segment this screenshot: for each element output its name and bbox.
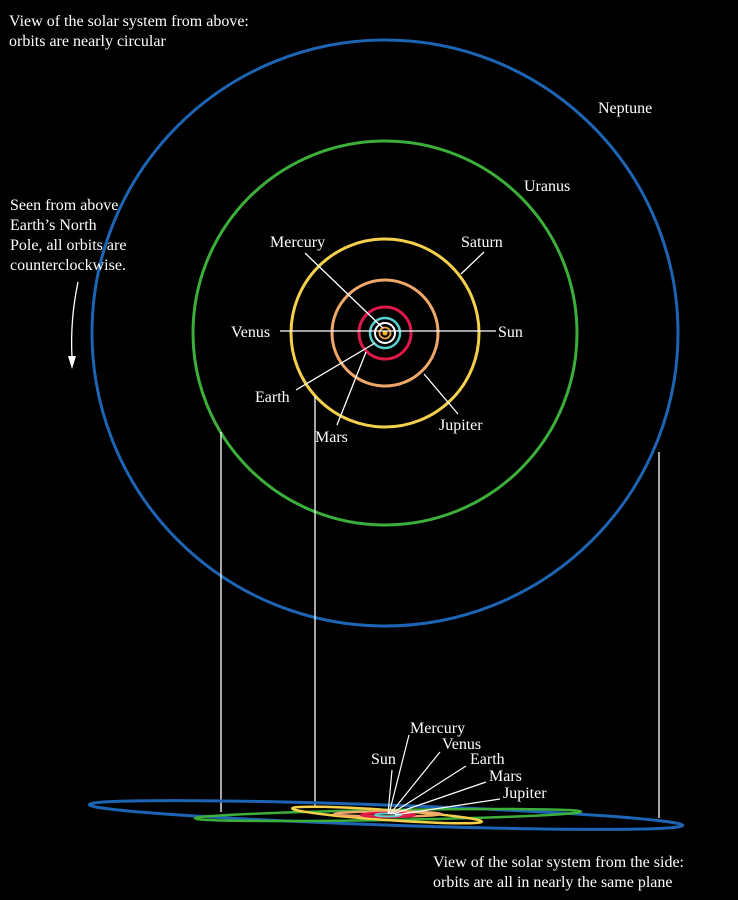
top-caption-line-1: View of the solar system from above: [9,13,249,30]
saturn-leader [460,251,485,275]
note-line-3: Pole, all orbits are [10,237,127,254]
jupiter-leader [423,373,459,415]
projection-lines [220,396,660,818]
mars-side-label: Mars [489,768,522,785]
mars-side-leader [392,781,487,815]
saturn-orbit [289,237,481,429]
side-view: Sun Mercury Venus Earth Mars Jupiter [87,720,685,831]
venus-label: Venus [231,324,270,341]
earth-label: Earth [255,389,290,406]
earth-side-label: Earth [470,751,505,768]
arrowhead-icon [68,356,76,369]
sun-label: Sun [498,324,523,341]
uranus-label: Uranus [524,178,570,195]
uranus-orbit [191,139,579,527]
venus-side-leader [389,751,441,815]
counterclockwise-arrow-icon [70,281,79,359]
top-view-caption: View of the solar system from above: orb… [9,12,249,52]
earth-leader [295,342,376,391]
side-caption-line-2: orbits are all in nearly the same plane [433,874,673,891]
mercury-label: Mercury [270,234,325,251]
earth-orbit [368,316,402,350]
orbit-direction-note: Seen from above Earth’s North Pole, all … [10,196,126,276]
saturn-label: Saturn [461,234,503,251]
jupiter-label: Jupiter [439,417,483,434]
note-line-4: counterclockwise. [10,257,126,274]
side-view-caption: View of the solar system from the side: … [433,853,684,893]
note-line-1: Seen from above [10,197,119,214]
venus-orbit [374,322,396,344]
sun [382,330,388,336]
mercury-leader [304,252,384,329]
mars-leader [336,351,367,426]
sun-side-label: Sun [371,751,396,768]
mars-orbit [357,305,413,361]
earth-side-leader [390,765,467,815]
mars-label: Mars [315,429,348,446]
neptune-orbit-side [87,799,685,831]
jupiter-orbit [330,278,440,388]
sun-side-leader [387,769,393,815]
jupiter-side-leader [394,798,501,816]
top-view: Neptune Uranus Mercury Saturn Venus Sun … [68,38,680,628]
neptune-label: Neptune [598,100,652,117]
mercury-orbit [378,326,392,340]
side-leaders [387,734,501,816]
mercury-side-leader [388,734,410,815]
mercury-side-label: Mercury [410,720,465,737]
neptune-orbit [90,38,680,628]
venus-side-label: Venus [442,736,481,753]
side-caption-line-1: View of the solar system from the side: [433,854,684,871]
saturn-orbit-side [290,805,484,825]
jupiter-side-label: Jupiter [503,785,547,802]
note-line-2: Earth’s North [10,217,97,234]
top-caption-line-2: orbits are nearly circular [9,33,166,50]
